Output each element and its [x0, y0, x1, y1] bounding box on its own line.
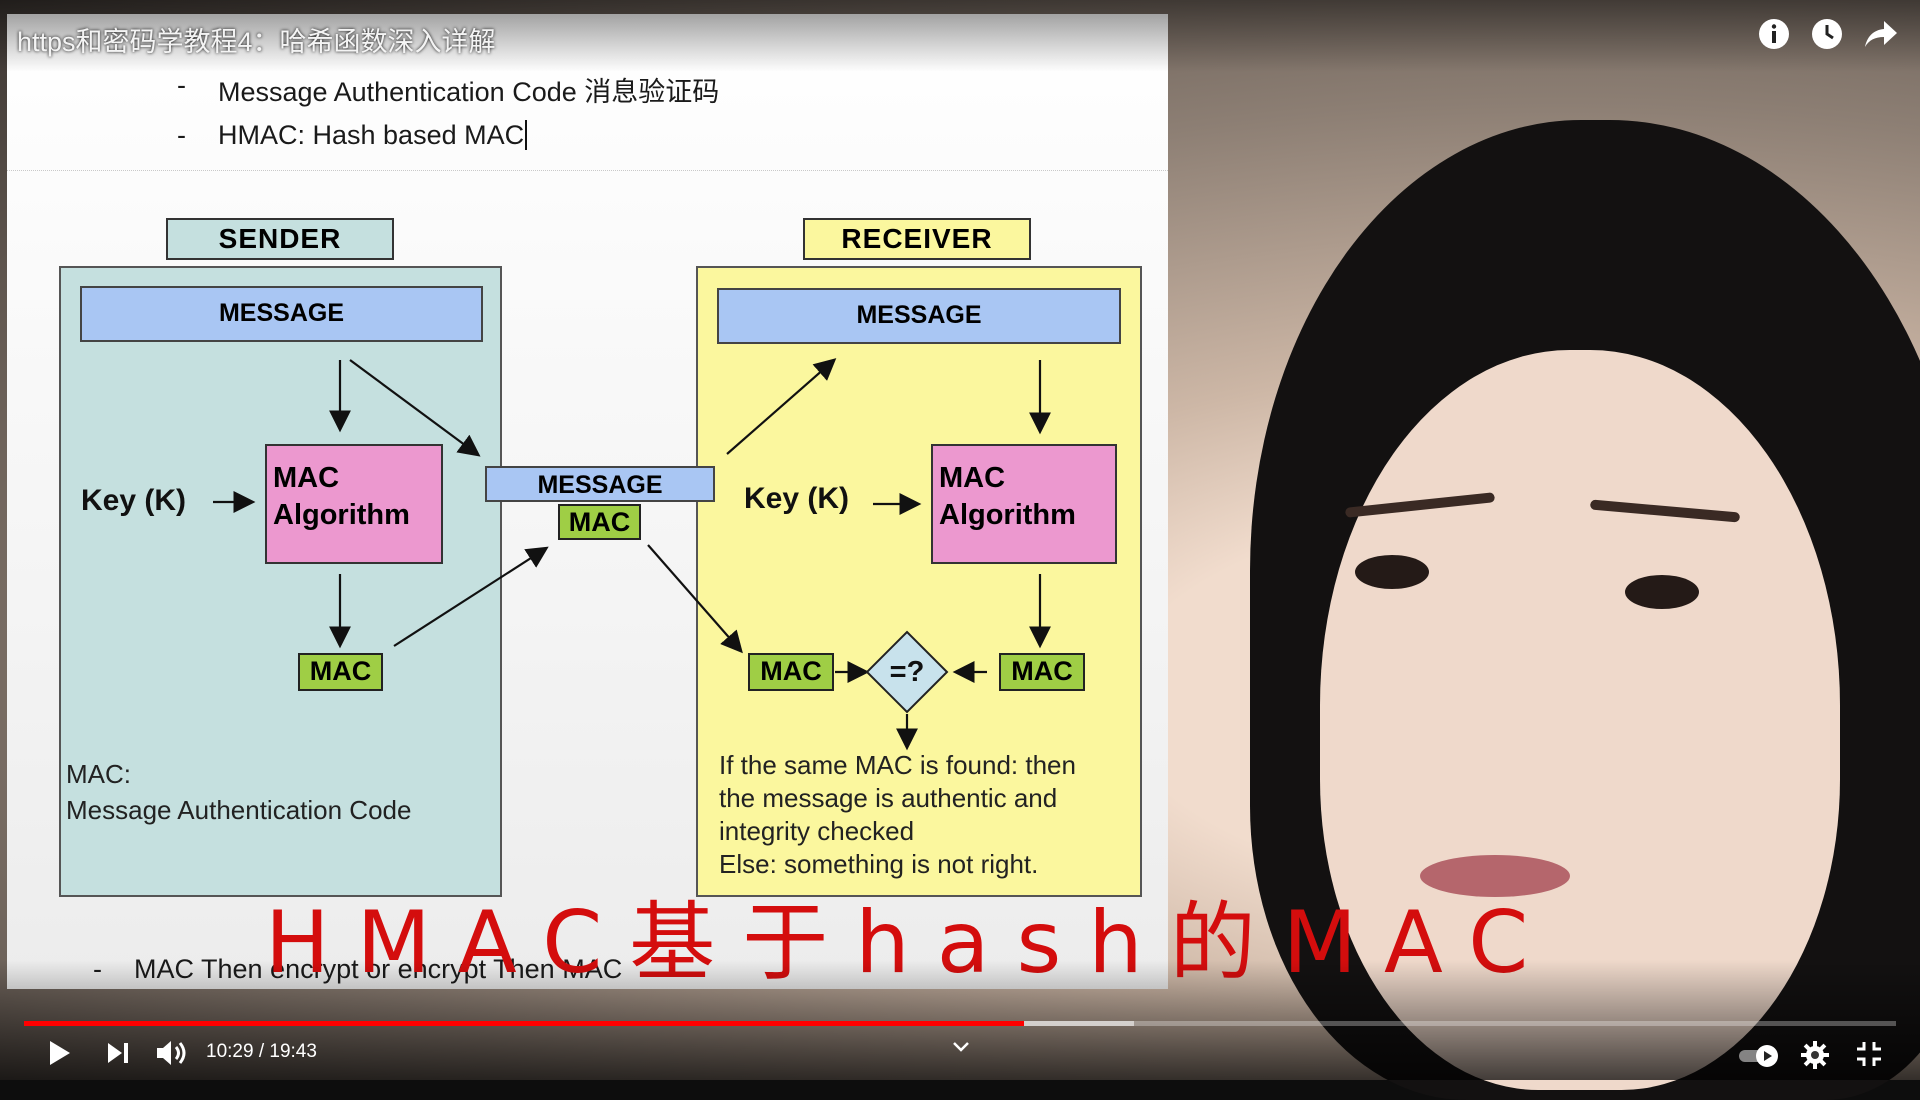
sender-panel	[59, 266, 502, 897]
gear-icon	[1801, 1041, 1829, 1069]
slide-divider	[7, 170, 1168, 171]
title-overlay	[0, 0, 1920, 72]
watch-later-icon[interactable]	[1808, 17, 1846, 55]
compare-diamond	[865, 630, 949, 714]
presenter-eye-left	[1355, 555, 1429, 589]
progress-bar[interactable]	[24, 1021, 1896, 1026]
exit-fullscreen-icon	[1857, 1042, 1881, 1066]
played-bar	[24, 1021, 1024, 1026]
receiver-note-line: integrity checked	[719, 816, 915, 846]
receiver-mac-tag: MAC	[748, 653, 834, 691]
video-title[interactable]: https和密码学教程4：哈希函数深入详解	[17, 27, 496, 57]
next-button[interactable]	[105, 1040, 131, 1071]
lecture-slide: - Message Authentication Code 消息验证码 - HM…	[7, 14, 1168, 989]
algorithm-line: Algorithm	[273, 499, 410, 531]
sender-header: SENDER	[166, 218, 394, 260]
next-icon	[108, 1043, 128, 1063]
autoplay-toggle[interactable]	[1737, 1044, 1781, 1073]
algorithm-line: MAC	[273, 462, 340, 494]
controls-gradient	[0, 960, 1920, 1080]
receiver-mac-algorithm-box: MAC Algorithm	[931, 444, 1117, 564]
bullet-text: HMAC: Hash based MAC	[218, 120, 525, 150]
compare-label: =?	[889, 656, 925, 688]
sender-note-line: MAC:	[66, 759, 131, 789]
autoplay-icon	[1739, 1045, 1778, 1067]
receiver-note-line: the message is authentic and	[719, 783, 1058, 813]
sender-mac-tag: MAC	[298, 653, 383, 691]
share-icon[interactable]	[1862, 17, 1900, 55]
sender-note-line: Message Authentication Code	[66, 795, 412, 825]
algorithm-line: Algorithm	[939, 499, 1076, 531]
diagram-arrows	[213, 358, 1051, 751]
computed-mac-tag: MAC	[999, 653, 1085, 691]
settings-button[interactable]	[1800, 1040, 1830, 1075]
presenter-mouth	[1420, 855, 1570, 897]
volume-button[interactable]	[155, 1038, 189, 1073]
receiver-message-box: MESSAGE	[717, 288, 1121, 344]
sender-key-label: Key (K)	[81, 484, 187, 517]
presenter-eye-right	[1625, 575, 1699, 609]
text-cursor	[525, 120, 528, 150]
sender-message-box: MESSAGE	[80, 286, 483, 342]
algorithm-line: MAC	[939, 462, 1006, 494]
transit-message-box: MESSAGE	[485, 466, 715, 502]
receiver-note-line: Else: something is not right.	[719, 849, 1039, 879]
receiver-header: RECEIVER	[803, 218, 1031, 260]
time-display: 10:29 / 19:43	[206, 1041, 317, 1062]
transit-mac-tag: MAC	[558, 504, 641, 540]
receiver-note-line: If the same MAC is found: then	[719, 750, 1076, 780]
bullet-text: Message Authentication Code 消息验证码	[218, 77, 720, 107]
volume-icon	[157, 1041, 186, 1065]
play-icon	[50, 1041, 70, 1065]
duration: 19:43	[269, 1041, 317, 1062]
receiver-key-label: Key (K)	[744, 482, 850, 515]
current-time: 10:29	[206, 1041, 254, 1062]
info-icon[interactable]	[1755, 17, 1793, 55]
chevron-down-icon[interactable]	[951, 1040, 971, 1059]
play-button[interactable]	[44, 1038, 74, 1073]
receiver-panel	[696, 266, 1142, 897]
exit-fullscreen-button[interactable]	[1855, 1040, 1883, 1073]
sender-mac-algorithm-box: MAC Algorithm	[265, 444, 443, 564]
